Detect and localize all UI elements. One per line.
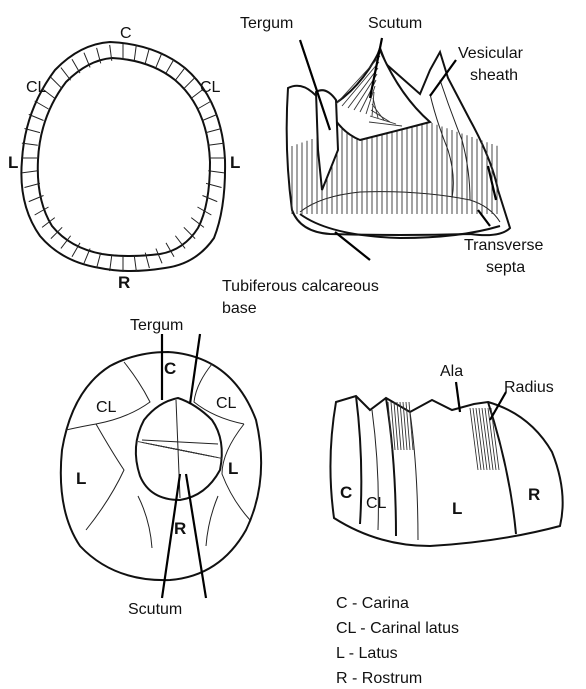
d-label-carina: C [340, 483, 352, 502]
legend-item: L - Latus [336, 645, 398, 662]
c-label-tergum: Tergum [130, 317, 183, 334]
b-label-vesicular-2: sheath [470, 67, 518, 84]
b-label-transverse-1: Transverse [464, 237, 544, 254]
d-label-latus: L [452, 499, 462, 518]
panel-c-top-view: Tergum C CL CL L L R Scutum [61, 317, 261, 618]
panel-d-side-view: Ala Radius C CL L R [330, 363, 562, 546]
b-label-transverse-2: septa [486, 259, 525, 276]
a-label-carinal-latus-right: CL [200, 79, 221, 96]
b-label-vesicular-1: Vesicular [458, 45, 524, 62]
d-label-ala: Ala [440, 363, 463, 380]
b-label-tergum: Tergum [240, 15, 293, 32]
legend-item: R - Rostrum [336, 670, 422, 687]
legend-item: C - Carina [336, 595, 409, 612]
panel-b-cutaway-shell: Tergum Scutum Vesicular sheath Transvers… [222, 15, 544, 317]
d-label-carinal-latus: CL [366, 495, 387, 512]
a-label-carinal-latus-left: CL [26, 79, 47, 96]
c-label-rostrum: R [174, 519, 186, 538]
a-label-rostrum: R [118, 273, 130, 292]
a-label-latus-left: L [8, 153, 18, 172]
panel-a-cross-section: C CL CL L L R [8, 25, 240, 292]
b-label-scutum: Scutum [368, 15, 422, 32]
a-label-latus-right: L [230, 153, 240, 172]
c-label-latus-right: L [228, 459, 238, 478]
d-shell-outline [330, 396, 562, 546]
d-label-radius: Radius [504, 379, 554, 396]
c-label-carinal-latus-right: CL [216, 395, 237, 412]
b-label-base-1: Tubiferous calcareous [222, 278, 379, 295]
c-label-carinal-latus-left: CL [96, 399, 117, 416]
d-label-rostrum: R [528, 485, 540, 504]
a-label-carina: C [120, 25, 132, 42]
legend: C - Carina CL - Carinal latus L - Latus … [336, 595, 459, 687]
c-label-carina: C [164, 359, 176, 378]
legend-item: CL - Carinal latus [336, 620, 459, 637]
c-label-latus-left: L [76, 469, 86, 488]
c-label-scutum: Scutum [128, 601, 182, 618]
b-label-base-2: base [222, 300, 257, 317]
